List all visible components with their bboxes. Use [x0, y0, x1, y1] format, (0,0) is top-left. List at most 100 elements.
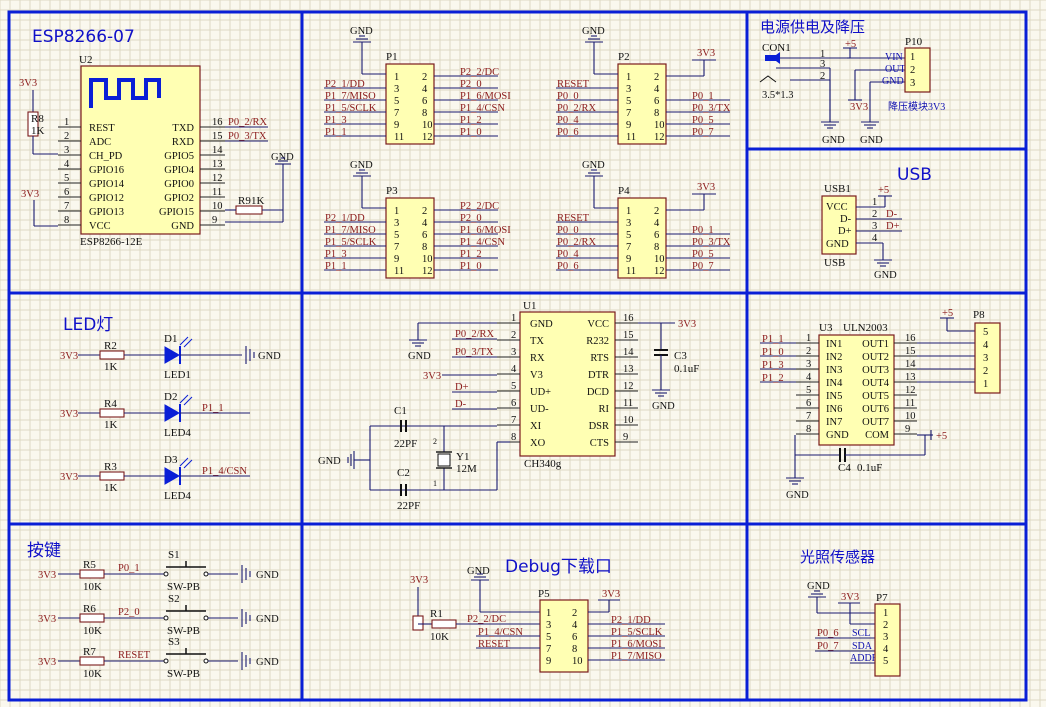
key-r-ref: R5 — [83, 559, 96, 571]
header-net-label: P1_2 — [460, 249, 482, 260]
p10-num-3: 3 — [910, 78, 915, 89]
c1-ref: C1 — [394, 405, 407, 417]
led-light-arrows-icon — [179, 394, 193, 406]
header-pin-num: 6 — [654, 230, 659, 241]
header-pin-num: 9 — [626, 254, 631, 265]
header-net-label: P1_5/SCLK — [325, 237, 377, 248]
p7-ref: P7 — [876, 592, 888, 604]
led-src-label: 3V3 — [60, 409, 78, 420]
uln-pin-num: 10 — [905, 411, 916, 422]
r1-ref: R1 — [430, 608, 443, 620]
p5-net-label: P1_7/MISO — [611, 651, 662, 662]
title-led: LED灯 — [63, 315, 113, 335]
ch340-pin-num: 13 — [623, 364, 634, 375]
esp-pin-num: 16 — [212, 117, 223, 128]
led-r-val: 1K — [104, 419, 118, 431]
uln-pin-name: IN4 — [826, 378, 843, 389]
p5-ref: P5 — [538, 588, 550, 600]
con1-pin3: 3 — [820, 59, 825, 70]
p5-pin-num: 3 — [546, 620, 551, 631]
crystal-y1-icon — [437, 453, 451, 467]
header-gnd-label: GND — [350, 26, 373, 37]
antenna-trace-icon — [89, 78, 161, 108]
ch340-pin-name: UD+ — [530, 387, 551, 398]
key-net-label: P0_1 — [118, 563, 140, 574]
ch340-pin-name: CTS — [590, 438, 609, 449]
p8-pin-num: 1 — [983, 379, 988, 390]
uln-pin-name: COM — [865, 430, 890, 441]
header-net-label: RESET — [557, 79, 590, 90]
uln-net-label: P1_3 — [762, 360, 784, 371]
header-pin-num: 2 — [654, 206, 659, 217]
usb-name: USB — [824, 257, 845, 269]
ch340-net-dp: D+ — [455, 382, 469, 393]
uln-pin-name: OUT7 — [862, 417, 889, 428]
r9-val: 1K — [251, 195, 265, 207]
header-body — [385, 63, 435, 145]
p5-pin-num: 10 — [572, 656, 583, 667]
ch340-net-tx: P0_2/RX — [455, 329, 495, 340]
con1-pin2: 2 — [820, 71, 825, 82]
header-net-label: P1_4/CSN — [460, 237, 505, 248]
uln-pin-name: IN5 — [826, 391, 842, 402]
key-gnd-symbol — [241, 609, 251, 627]
header-pin-num: 1 — [626, 72, 631, 83]
key-dst-label: GND — [256, 570, 279, 581]
con1-spec: 3.5*1.3 — [762, 90, 794, 101]
ch340-pin-name: TX — [530, 336, 544, 347]
esp-pin-num: 7 — [64, 201, 69, 212]
ch340-pin-name: DCD — [587, 387, 610, 398]
ch340-pin-num: 4 — [511, 364, 517, 375]
debug-vcc-label: 3V3 — [602, 589, 620, 600]
esp-pin-name: GPIO14 — [89, 179, 125, 190]
led-dst-label: P1_4/CSN — [202, 466, 247, 477]
key-sw-part: SW-PB — [167, 581, 200, 593]
key-gnd-symbol — [241, 565, 251, 583]
key-r-val: 10K — [83, 581, 102, 593]
p10-num-1: 1 — [910, 52, 915, 63]
usb-section: USB1 VCC D- D+ GND 1 2 3 4 +5 D- D+ GND … — [821, 183, 902, 281]
header-pin-num: 11 — [394, 132, 404, 143]
esp-pin-name: VCC — [89, 221, 111, 232]
header-net-label: P1_5/SCLK — [325, 103, 377, 114]
header-vcc-label: 3V3 — [697, 182, 715, 193]
ch340-pin-name: RI — [599, 404, 610, 415]
header-pin-num: 6 — [654, 96, 659, 107]
uln-pin-name: IN3 — [826, 365, 842, 376]
header-pin-num: 12 — [654, 132, 665, 143]
led-diode-icon — [164, 467, 181, 485]
esp-pin-name: ADC — [89, 137, 111, 148]
led-section: 3V3R21KD1LED1GND3V3R41KD2LED4P1_13V3R31K… — [60, 333, 281, 502]
header-net-label: P1_2 — [460, 115, 482, 126]
esp-pin-name: GPIO16 — [89, 165, 124, 176]
header-pin-num: 7 — [626, 242, 631, 253]
p10-num-2: 2 — [910, 65, 915, 76]
ch340-pin-name: DSR — [589, 421, 609, 432]
header-net-label: P1_3 — [325, 115, 347, 126]
header-pin-num: 6 — [422, 96, 427, 107]
header-net-label: P2_1/DD — [325, 79, 365, 90]
header-net-label: P0_0 — [557, 225, 579, 236]
ch340-pin-num: 5 — [511, 381, 516, 392]
led-r-ref: R4 — [104, 398, 117, 410]
light-pin-addr: ADDR — [850, 653, 879, 664]
header-pin-num: 4 — [654, 218, 660, 229]
header-pin-num: 4 — [654, 84, 660, 95]
uln-pin-name: IN2 — [826, 352, 842, 363]
uln-pin-num: 11 — [905, 398, 915, 409]
p7-pin-num: 3 — [883, 632, 888, 643]
uln-net-label: P1_2 — [762, 373, 784, 384]
c3-val: 0.1uF — [674, 363, 699, 375]
p5-pin-num: 5 — [546, 632, 551, 643]
ch340-net-vcc: 3V3 — [678, 319, 696, 330]
header-pin-num: 12 — [422, 266, 433, 277]
header-pin-num: 11 — [394, 266, 404, 277]
header-net-label: P0_2/RX — [557, 103, 597, 114]
ch340-section: U1 CH340g 1GND2TX3RX4V35UD+6UD-7XI8XO16V… — [318, 300, 699, 512]
power-gnd-label-2: GND — [860, 135, 883, 146]
uln-pin-num: 4 — [806, 372, 812, 383]
